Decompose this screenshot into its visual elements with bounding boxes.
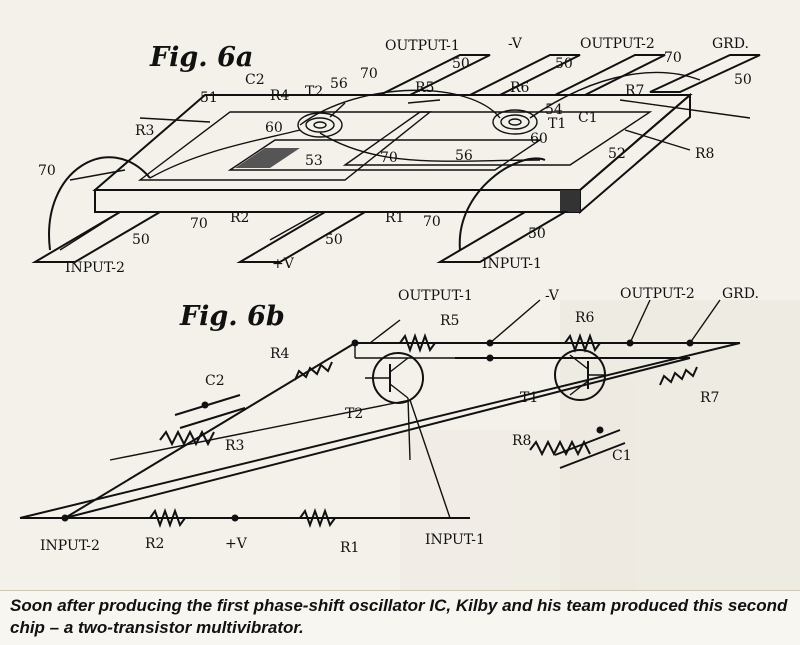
label-t1-b: T1 [520, 390, 538, 406]
resistor-r7 [659, 366, 698, 386]
label-53: 53 [305, 153, 323, 169]
label-r4: R4 [270, 88, 290, 104]
label-c2-b: C2 [205, 373, 225, 389]
label-r6-b: R6 [575, 310, 595, 326]
chip-substrate [92, 92, 693, 215]
leader-lines [69, 99, 751, 181]
label-51: 51 [200, 90, 218, 106]
label-r8-b: R8 [512, 433, 531, 449]
label-r3-b: R3 [225, 438, 244, 454]
label-output2-b: OUTPUT-2 [620, 286, 695, 302]
label-r6: R6 [510, 80, 530, 96]
grd-lead [649, 54, 761, 93]
label-c1-b: C1 [612, 448, 632, 464]
label-60: 60 [265, 120, 283, 136]
patent-drawing: Fig. 6a [19, 36, 800, 590]
resistor-r6 [564, 333, 601, 353]
label-70: 70 [190, 216, 208, 232]
label-r1: R1 [385, 210, 404, 226]
caption-box: Soon after producing the first phase-shi… [0, 590, 800, 645]
label-70: 70 [423, 214, 441, 230]
label-input2-b: INPUT-2 [40, 538, 100, 554]
label-output2: OUTPUT-2 [580, 36, 655, 52]
label-70: 70 [664, 50, 682, 66]
label-r4-b: R4 [270, 346, 290, 362]
fig-6b-labels: OUTPUT-1 -V OUTPUT-2 GRD. R5 R6 R4 C2 R3… [40, 286, 759, 556]
label-r5-b: R5 [440, 313, 459, 329]
patent-figure: Fig. 6a [0, 0, 800, 590]
junctions [61, 339, 694, 522]
label-c2: C2 [245, 72, 265, 88]
label-r7-b: R7 [700, 390, 719, 406]
label-60: 60 [530, 131, 548, 147]
label-r2: R2 [230, 210, 249, 226]
resistor-r4 [294, 361, 333, 381]
label-minus-v: -V [508, 36, 523, 52]
fig-6a-title: Fig. 6a [149, 42, 253, 73]
capacitor-c1 [554, 429, 621, 456]
label-r8: R8 [695, 146, 714, 162]
label-input1-b: INPUT-1 [425, 532, 485, 548]
label-output1-b: OUTPUT-1 [398, 288, 473, 304]
resistor-r3 [159, 429, 215, 447]
background-bleed [400, 300, 800, 590]
label-grd: GRD. [712, 36, 749, 52]
resistor-r2 [149, 508, 186, 528]
transistor-t1-symbol [554, 349, 606, 401]
label-r7: R7 [625, 83, 644, 99]
resistor-r8 [529, 439, 591, 457]
label-r2-b: R2 [145, 536, 164, 552]
label-t2: T2 [305, 84, 323, 100]
label-r1-b: R1 [340, 540, 359, 556]
label-input1: INPUT-1 [482, 256, 542, 272]
label-56: 56 [330, 76, 348, 92]
label-grd-b: GRD. [722, 286, 759, 302]
caption-text: Soon after producing the first phase-shi… [10, 596, 788, 637]
transistor-t1 [492, 109, 538, 135]
transistor-t2-symbol [365, 352, 424, 461]
label-t1: T1 [548, 116, 566, 132]
label-50: 50 [555, 56, 573, 72]
label-70: 70 [380, 150, 398, 166]
label-r3: R3 [135, 123, 154, 139]
fig-6b: Fig. 6b [19, 286, 759, 556]
label-50: 50 [132, 232, 150, 248]
bottom-leads [31, 211, 569, 263]
label-input2: INPUT-2 [65, 260, 125, 276]
label-50: 50 [528, 226, 546, 242]
label-output1: OUTPUT-1 [385, 38, 460, 54]
fig-6b-title: Fig. 6b [179, 301, 285, 332]
label-50: 50 [734, 72, 752, 88]
label-t2-b: T2 [345, 406, 363, 422]
label-plus-v-b: +V [225, 536, 248, 552]
label-56: 56 [455, 148, 473, 164]
fig-6a: Fig. 6a [31, 36, 761, 276]
label-minus-v-b: -V [545, 288, 560, 304]
label-r5: R5 [415, 80, 434, 96]
label-52: 52 [608, 146, 626, 162]
resistors [149, 333, 698, 528]
label-70: 70 [360, 66, 378, 82]
fig-6a-labels: OUTPUT-1 -V OUTPUT-2 GRD. 50 50 50 70 C2… [38, 36, 752, 276]
label-70: 70 [38, 163, 56, 179]
label-50: 50 [452, 56, 470, 72]
label-50: 50 [325, 232, 343, 248]
label-54: 54 [545, 102, 563, 118]
wires-70 [48, 71, 701, 251]
label-plus-v: +V [272, 256, 295, 272]
resistor-r5 [399, 333, 436, 353]
resistor-r1 [299, 508, 336, 528]
label-c1: C1 [578, 110, 598, 126]
